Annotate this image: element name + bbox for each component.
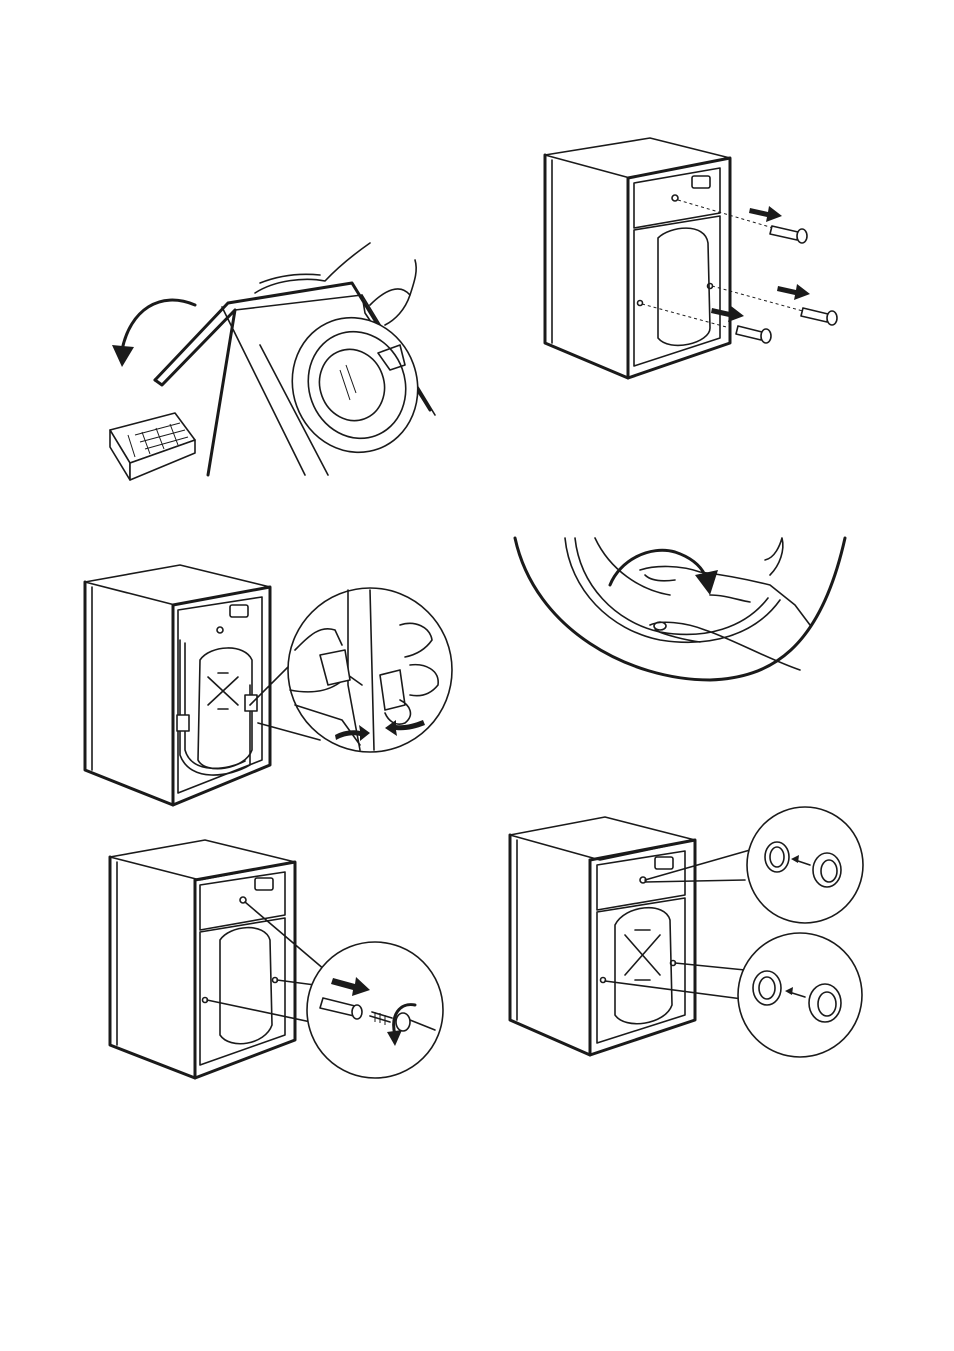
bolt-upper [770, 226, 807, 243]
bolt-lower [736, 326, 771, 343]
figure-unscrew-transit-bolt [105, 840, 445, 1080]
figure-release-hose-clips [80, 565, 460, 810]
figure-rotate-door-seal [510, 530, 850, 680]
figure-insert-plastic-caps [505, 805, 870, 1060]
figure-tilt-machine [100, 235, 450, 480]
figure-remove-rear-bolts [540, 138, 850, 383]
bolt-middle [801, 308, 837, 325]
